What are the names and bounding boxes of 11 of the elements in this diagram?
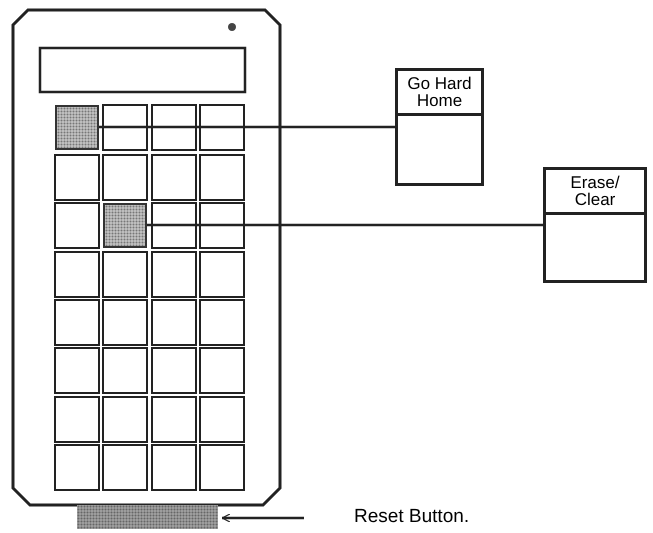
label-box	[543, 167, 647, 283]
label-box	[395, 68, 484, 186]
arrow	[221, 513, 304, 523]
key-function-label: Go Hard Home	[398, 71, 481, 116]
highlighted-key	[55, 105, 99, 150]
callout-label: Reset Button.	[354, 506, 470, 530]
reset-button	[77, 505, 218, 529]
leader-line	[147, 224, 543, 226]
leader-line	[99, 126, 395, 128]
highlighted-key	[103, 203, 147, 248]
key-function-label: Erase/ Clear	[546, 170, 644, 215]
